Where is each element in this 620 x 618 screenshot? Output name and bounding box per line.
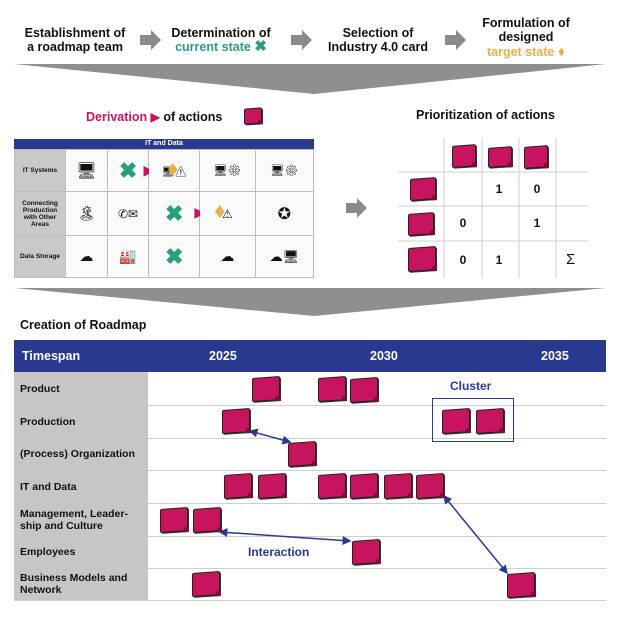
action-card[interactable] (318, 473, 346, 499)
sum-symbol: Σ (566, 251, 576, 268)
computer-warning-icon: 🖥⚠ ♦ (148, 149, 201, 192)
roadmap-row-label: (Process) Organization (14, 438, 148, 470)
matrix-cell: 0 (533, 182, 541, 196)
phone-mail-icon: ✆✉ (106, 191, 150, 236)
action-card[interactable] (160, 507, 188, 533)
interaction-label: Interaction (248, 545, 310, 559)
action-card[interactable] (318, 376, 346, 402)
action-card[interactable] (258, 473, 286, 499)
computer-gears-icon: 🖥⚙ (254, 149, 315, 192)
step-current-state: Determination of current state ✖ (171, 26, 271, 55)
action-card[interactable] (192, 571, 220, 597)
cloud-network-icon: ☁ (199, 235, 256, 278)
cluster-label: Cluster (450, 379, 492, 393)
action-card[interactable] (507, 572, 535, 598)
roadmap-row (14, 568, 606, 601)
it-data-table: IT Systems 🖥 ✖ ▶ 🖥⚠ ♦ 🖥⚙ 🖥⚙ Connecting P… (14, 149, 315, 278)
factory-icon: 🏭 (106, 235, 150, 278)
matrix-cell: 0 (459, 253, 467, 267)
action-card[interactable] (416, 473, 444, 499)
roadmap-row-label: Product (14, 372, 148, 405)
matrix-cell: 1 (495, 182, 503, 196)
matrix-cell: 1 (495, 253, 503, 267)
chevron-divider (14, 64, 606, 94)
action-card[interactable] (252, 376, 280, 402)
action-card[interactable] (350, 473, 378, 499)
prioritization-matrix (398, 138, 588, 278)
roadmap-row (14, 405, 606, 439)
action-card[interactable] (384, 473, 412, 499)
triangle-icon: ▶ (150, 110, 160, 124)
it-row-label: Connecting Production with Other Areas (14, 191, 66, 236)
process-arrow (445, 30, 467, 55)
matrix-cell: 0 (459, 216, 467, 230)
it-row-label: Data Storage (14, 235, 66, 278)
roadmap-row (14, 470, 606, 504)
year-label: 2030 (370, 349, 398, 363)
roadmap-row-label: Management, Leader-ship and Culture (14, 503, 148, 536)
action-card[interactable] (193, 507, 221, 533)
cluster-box (432, 398, 514, 442)
matrix-cell: 1 (533, 216, 541, 230)
it-table-title: IT and Data (14, 139, 314, 149)
roadmap-row (14, 438, 606, 471)
action-card[interactable] (288, 441, 316, 467)
chevron-divider (14, 288, 606, 316)
action-card[interactable] (222, 408, 250, 434)
process-arrow (140, 30, 162, 55)
action-card[interactable] (352, 539, 380, 565)
action-card[interactable] (224, 473, 252, 499)
cross-icon: ✖ (254, 38, 267, 55)
computer-cross-icon: ✖ ▶ (106, 149, 154, 192)
timespan-label: Timespan (22, 349, 81, 363)
roadmap-row (14, 372, 606, 406)
action-card[interactable] (350, 377, 378, 403)
computer-gear-icon: 🖥⚙ (199, 149, 256, 192)
it-row-label: IT Systems (14, 149, 66, 192)
diamond-icon: ♦ (557, 43, 566, 59)
island-icon: 🏝 (65, 191, 108, 236)
roadmap-row-label: Employees (14, 536, 148, 568)
process-arrow (291, 30, 313, 55)
prioritization-title: Prioritization of actions (416, 108, 555, 122)
roadmap-title: Creation of Roadmap (20, 318, 147, 332)
roadmap-row-label: Business Models and Network (14, 568, 148, 600)
step-target-state: Formulation of designed target state ♦ (482, 16, 570, 59)
roadmap-row-label: IT and Data (14, 470, 148, 503)
action-card[interactable] (442, 408, 470, 434)
cloud-devices-icon: ☁🖥 (254, 235, 315, 278)
network-cross-icon: ✖ ▶ (148, 191, 205, 236)
year-label: 2025 (209, 349, 237, 363)
flow-arrow (346, 198, 368, 223)
year-label: 2035 (541, 349, 569, 363)
action-card[interactable] (476, 408, 504, 434)
roadmap-header: Timespan 2025 2030 2035 (14, 340, 606, 372)
step-roadmap-team: Establishment of a roadmap team (24, 26, 126, 54)
derivation-heading: Derivation ▶ of actions (86, 110, 223, 124)
network-warning-icon: ⚠ ♦ (199, 191, 256, 236)
hub-icon: ✪ (254, 191, 315, 236)
step-industry-card: Selection of Industry 4.0 card (327, 26, 429, 54)
roadmap-row (14, 536, 606, 569)
roadmap-row-label: Production (14, 405, 148, 438)
